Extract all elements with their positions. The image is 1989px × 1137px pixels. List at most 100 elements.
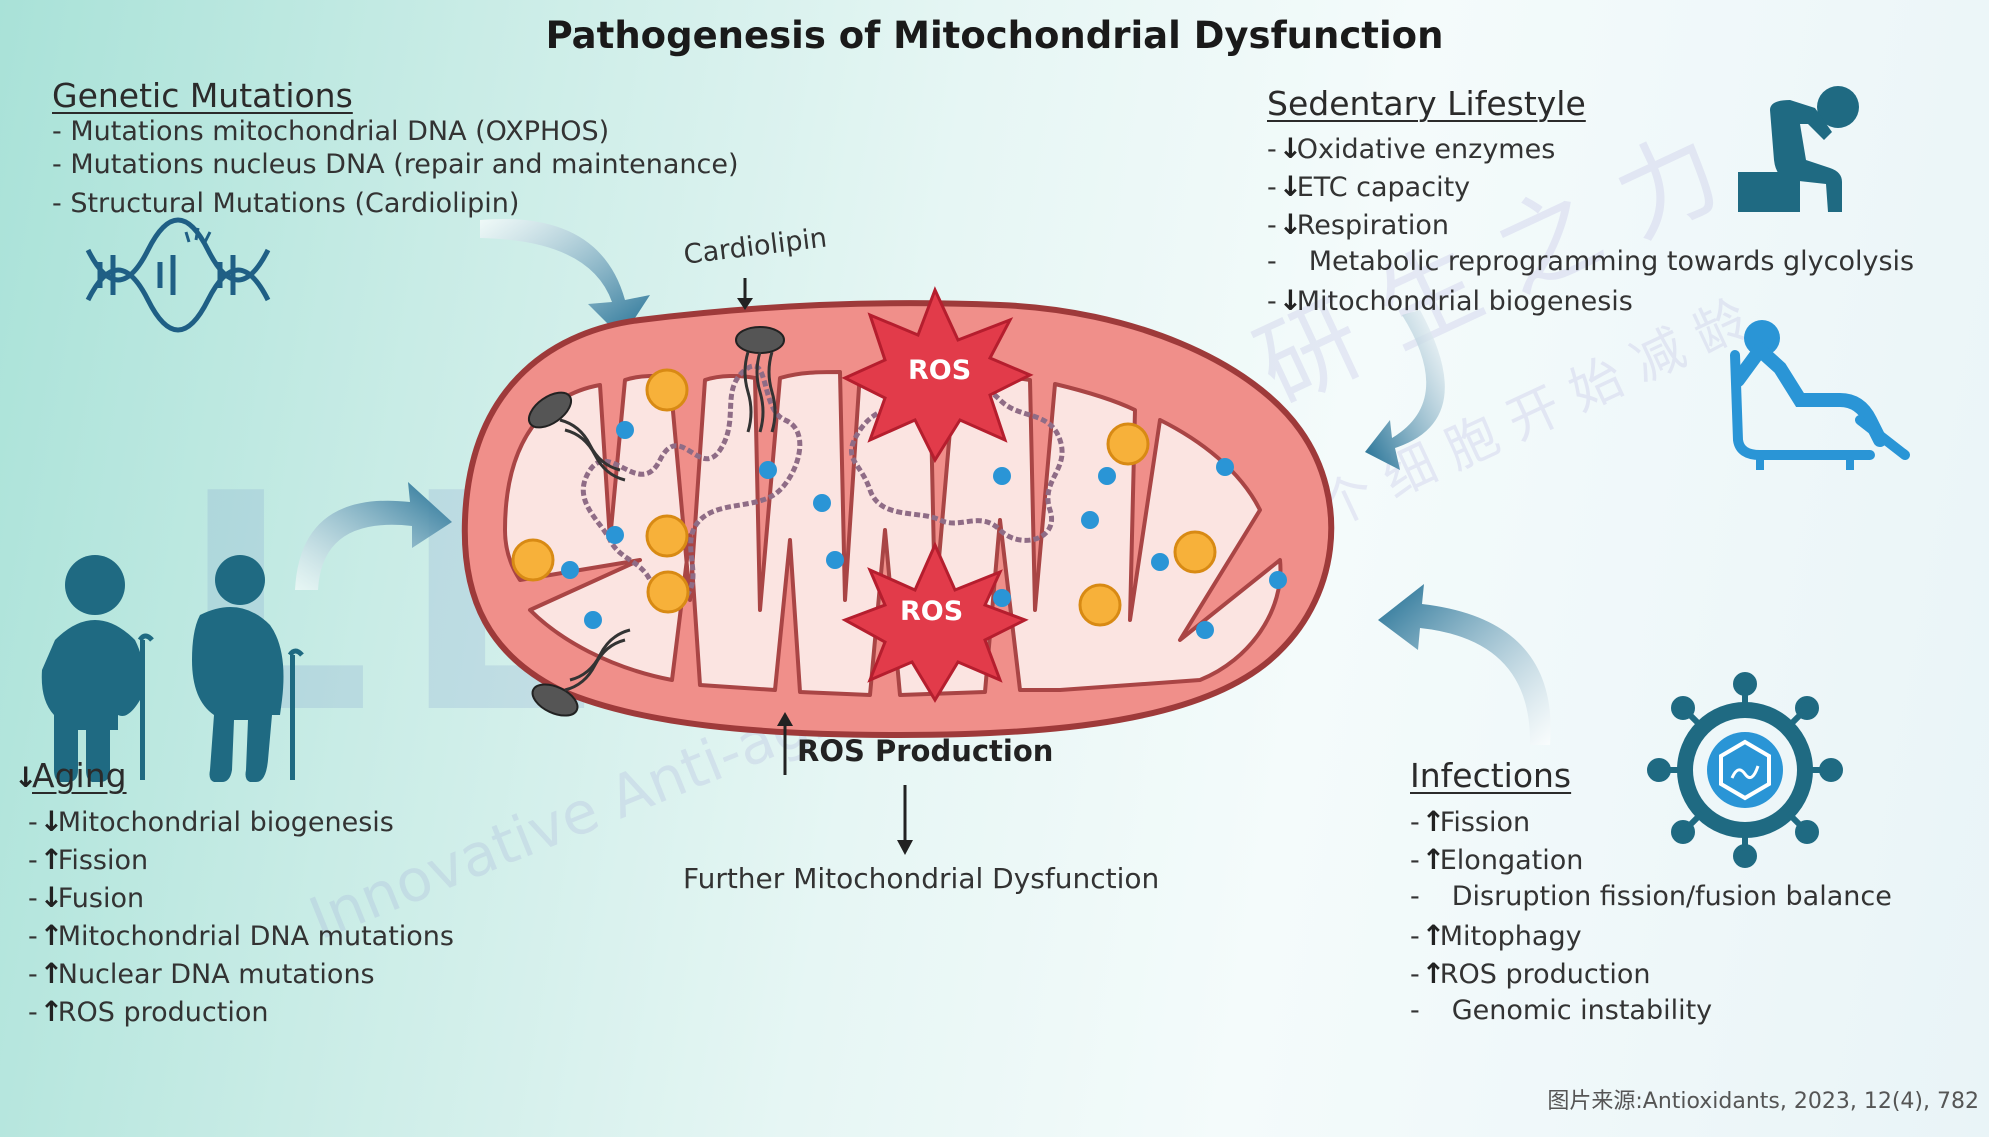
- further-dysfunction-label: Further Mitochondrial Dysfunction: [683, 862, 1160, 895]
- sedentary-item: -↓ETC capacity: [1267, 170, 1470, 203]
- down-arrow-icon: ↓: [1278, 284, 1303, 317]
- up-arrow-icon: ↑: [1421, 843, 1446, 876]
- item-text: ROS production: [57, 997, 269, 1028]
- down-arrow-icon: ↓: [39, 881, 64, 914]
- item-text: ETC capacity: [1296, 172, 1471, 203]
- item-text: Fusion: [57, 883, 145, 914]
- item-text: Nuclear DNA mutations: [57, 959, 375, 990]
- genetic-mutations-heading: Genetic Mutations: [52, 76, 353, 115]
- down-arrow-icon: ↓: [39, 805, 64, 838]
- ros-label-top: ROS: [908, 355, 972, 386]
- diagram-title: Pathogenesis of Mitochondrial Dysfunctio…: [545, 14, 1444, 57]
- item-dash: -: [1410, 959, 1420, 990]
- curved-arrow-sedentary: [1365, 310, 1445, 470]
- aging-item: -↓Fusion: [28, 881, 144, 914]
- image-source-credit: 图片来源:Antioxidants, 2023, 12(4), 782: [1547, 1089, 1979, 1114]
- up-arrow-icon: ↑: [39, 843, 64, 876]
- item-dash: -: [1410, 995, 1420, 1026]
- sedentary-item: -Metabolic reprogramming towards glycoly…: [1267, 246, 1914, 277]
- aging-item: -↓Mitochondrial biogenesis: [28, 805, 394, 838]
- item-dash: -: [1267, 246, 1277, 277]
- item-text: Fission: [57, 845, 149, 876]
- item-dash: -: [1410, 881, 1420, 912]
- item-dash: -: [1267, 172, 1277, 203]
- virus-icon: [1647, 672, 1843, 868]
- down-arrow-icon: ↓: [14, 761, 38, 794]
- item-text: Respiration: [1296, 210, 1449, 241]
- sedentary-heading: Sedentary Lifestyle: [1267, 84, 1586, 123]
- item-text: Mitochondrial DNA mutations: [57, 921, 454, 952]
- sitting-person-icon: [1738, 86, 1859, 212]
- ros-burst-top: [841, 286, 1034, 464]
- genetic-item-1: - Mutations mitochondrial DNA (OXPHOS): [52, 116, 610, 147]
- item-text: Elongation: [1439, 845, 1584, 876]
- mtdna-strand-2: [848, 376, 1065, 543]
- infections-item: -↑Fission: [1410, 805, 1530, 838]
- item-text: Oxidative enzymes: [1296, 134, 1556, 165]
- item-dash: -: [1410, 921, 1420, 952]
- reclining-person-icon: [1730, 320, 1910, 470]
- item-dash: -: [28, 845, 38, 876]
- infections-item: -↑ROS production: [1410, 957, 1650, 990]
- aging-item: -↑Mitochondrial DNA mutations: [28, 919, 454, 952]
- up-arrow-icon: ↑: [1421, 957, 1446, 990]
- matrix-granules: [511, 368, 1217, 627]
- matrix-ions: [561, 421, 1287, 639]
- up-arrow-icon: ↑: [39, 995, 64, 1028]
- item-dash: -: [28, 807, 38, 838]
- item-dash: -: [28, 959, 38, 990]
- cardiolipin-molecule-left-top: [527, 391, 626, 482]
- item-dash: -: [1410, 807, 1420, 838]
- dna-helix-icon: [85, 217, 271, 333]
- aging-item: -↑Fission: [28, 843, 148, 876]
- item-text: Genomic instability: [1451, 995, 1713, 1026]
- infections-item: -Genomic instability: [1410, 995, 1712, 1026]
- item-dash: -: [28, 883, 38, 914]
- genetic-item-2: - Mutations nucleus DNA (repair and main…: [52, 149, 739, 180]
- ros-label-bottom: ROS: [900, 596, 964, 627]
- down-arrow-icon: ↓: [1278, 170, 1303, 203]
- infections-item: -↑Mitophagy: [1410, 919, 1582, 952]
- up-arrow-icon: ↑: [1421, 919, 1446, 952]
- up-arrow-icon: ↑: [1421, 805, 1446, 838]
- down-arrow-icon: ↓: [1278, 208, 1303, 241]
- item-dash: -: [28, 921, 38, 952]
- curved-arrow-aging: [295, 482, 452, 590]
- item-text: ROS production: [1439, 959, 1651, 990]
- curved-arrow-infections: [1378, 584, 1551, 745]
- item-text: Mitochondrial biogenesis: [57, 807, 394, 838]
- item-text: Mitophagy: [1439, 921, 1582, 952]
- up-arrow-icon: ↑: [39, 919, 64, 952]
- sedentary-item: -↓Mitochondrial biogenesis: [1267, 284, 1633, 317]
- item-text: Mitochondrial biogenesis: [1296, 286, 1633, 317]
- item-text: Fission: [1439, 807, 1531, 838]
- item-dash: -: [28, 997, 38, 1028]
- aging-item: -↑Nuclear DNA mutations: [28, 957, 375, 990]
- genetic-item-3: - Structural Mutations (Cardiolipin): [52, 188, 520, 219]
- ros-production-label: ROS Production: [797, 734, 1054, 768]
- elderly-people-icon: [41, 555, 304, 782]
- infections-item: -↑Elongation: [1410, 843, 1583, 876]
- aging-heading-text: Aging: [32, 756, 127, 795]
- item-dash: -: [1267, 286, 1277, 317]
- ros-burst-bottom: [841, 541, 1029, 703]
- infections-heading: Infections: [1410, 756, 1572, 795]
- mitochondrion: [461, 278, 1335, 739]
- up-arrow-icon: ↑: [39, 957, 64, 990]
- infections-item: -Disruption fission/fusion balance: [1410, 881, 1892, 912]
- sedentary-item: -↓Respiration: [1267, 208, 1449, 241]
- sedentary-item: -↓Oxidative enzymes: [1267, 132, 1555, 165]
- item-dash: -: [1410, 845, 1420, 876]
- curved-arrow-genetic: [480, 219, 650, 338]
- item-text: Disruption fission/fusion balance: [1451, 881, 1892, 912]
- item-text: Metabolic reprogramming towards glycolys…: [1308, 246, 1915, 277]
- mtdna-strand: [580, 363, 803, 604]
- cardiolipin-molecule-left-bottom: [531, 628, 631, 717]
- item-dash: -: [1267, 210, 1277, 241]
- cardiolipin-molecule: [735, 326, 785, 433]
- aging-item: -↑ROS production: [28, 995, 268, 1028]
- down-arrow-icon: ↓: [1278, 132, 1303, 165]
- aging-heading: ↓Aging: [12, 756, 127, 795]
